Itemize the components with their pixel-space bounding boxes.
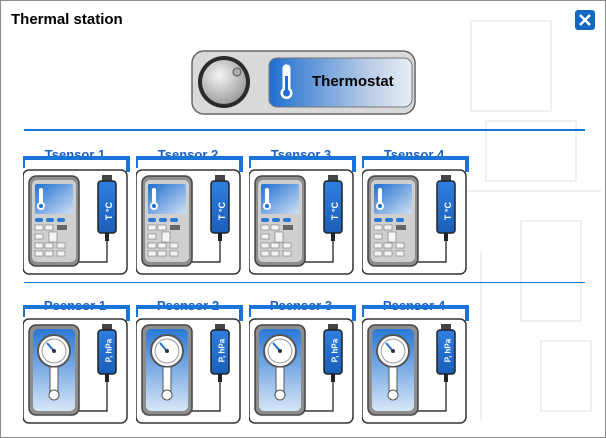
- tsensor-1-probe-text: T °C: [104, 201, 114, 221]
- thermometer-icon: [280, 64, 293, 99]
- psensor-2-probe-text: P, hPa: [217, 338, 227, 363]
- psensor-4-device[interactable]: [362, 303, 472, 428]
- tsensor-2-device[interactable]: [136, 154, 246, 279]
- divider-top: [24, 129, 585, 131]
- tsensor-1-device[interactable]: [23, 154, 133, 279]
- tsensor-4-device[interactable]: [362, 154, 472, 279]
- divider-middle: [24, 282, 585, 283]
- tsensor-2-probe-text: T °C: [217, 201, 227, 221]
- close-icon: [579, 14, 591, 26]
- psensor-3-probe-text: P, hPa: [330, 338, 340, 363]
- psensor-3-device[interactable]: [249, 303, 359, 428]
- psensor-4-probe-text: P, hPa: [443, 338, 453, 363]
- tsensor-4-probe-text: T °C: [443, 201, 453, 221]
- psensor-1-device[interactable]: [23, 303, 133, 428]
- thermostat-knob[interactable]: [198, 56, 250, 108]
- close-button[interactable]: [575, 10, 595, 30]
- tsensor-3-device[interactable]: [249, 154, 359, 279]
- psensor-2-device[interactable]: [136, 303, 246, 428]
- thermostat-label: Thermostat: [312, 73, 394, 90]
- tsensor-3-probe-text: T °C: [330, 201, 340, 221]
- thermostat-panel: [191, 50, 416, 115]
- psensor-1-probe-text: P, hPa: [104, 338, 114, 363]
- window-title: Thermal station: [11, 11, 123, 28]
